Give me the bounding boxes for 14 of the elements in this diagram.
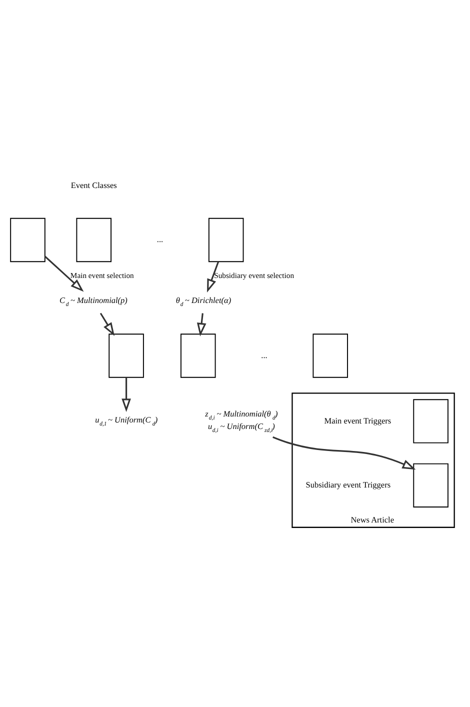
arrow	[122, 377, 131, 412]
node-box	[10, 218, 46, 262]
arrow	[207, 262, 220, 292]
node-box	[208, 218, 244, 262]
node-box	[76, 218, 112, 262]
arrow	[196, 313, 206, 336]
node-box	[108, 334, 144, 378]
arrow	[100, 312, 115, 336]
node-box	[312, 334, 348, 378]
node-box	[180, 334, 216, 378]
node-box	[413, 399, 448, 444]
node-box	[413, 463, 448, 508]
arrow	[44, 256, 84, 292]
arrow	[272, 436, 416, 470]
